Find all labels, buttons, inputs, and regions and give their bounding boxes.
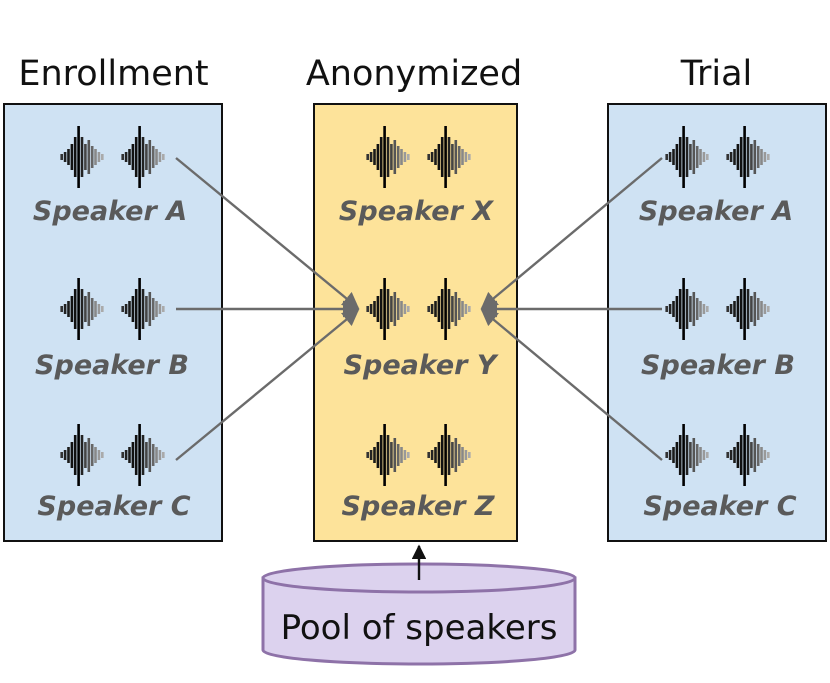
- enrollment-speaker-b-label: Speaker B: [35, 350, 189, 381]
- trial-row3-audio-waveform-icon-2: [726, 424, 770, 486]
- enrollment-row2-audio-waveform-icon-1: [60, 278, 104, 340]
- enrollment-row3-audio-waveform-icon-2: [121, 424, 165, 486]
- enrollment-speaker-c-label: Speaker C: [37, 491, 191, 522]
- arrow-enrollment-a: [175, 157, 360, 310]
- trial-row3-audio-waveform-icon-1: [665, 424, 709, 486]
- enrollment-panel: [3, 103, 223, 542]
- enrollment-row3-audio-waveform-icon-1: [60, 424, 104, 486]
- anonymized-row3-audio-waveform-icon-1: [366, 424, 410, 486]
- pool-cylinder-body: [261, 576, 577, 666]
- trial-speaker-b-label: Speaker B: [641, 350, 795, 381]
- anonymized-row1-audio-waveform-icon-2: [427, 126, 471, 188]
- anonymized-speaker-z-label: Speaker Z: [341, 491, 495, 522]
- enrollment-title: Enrollment: [18, 54, 209, 94]
- trial-title: Trial: [680, 54, 753, 94]
- trial-speaker-c-label: Speaker C: [643, 491, 797, 522]
- enrollment-speaker-a-label: Speaker A: [32, 196, 188, 227]
- anonymized-row1-audio-waveform-icon-1: [366, 126, 410, 188]
- arrow-enrollment-c: [175, 308, 360, 461]
- anonymized-speaker-y-label: Speaker Y: [343, 350, 497, 381]
- arrow-trial-a: [480, 157, 663, 310]
- enrollment-row1-audio-waveform-icon-1: [60, 126, 104, 188]
- anonymized-speaker-x-label: Speaker X: [338, 196, 494, 227]
- anonymized-row3-audio-waveform-icon-2: [427, 424, 471, 486]
- arrow-trial-c: [480, 308, 663, 461]
- enrollment-row1-audio-waveform-icon-2: [121, 126, 165, 188]
- enrollment-row2-audio-waveform-icon-2: [121, 278, 165, 340]
- trial-panel: [607, 103, 827, 542]
- trial-speaker-a-label: Speaker A: [638, 196, 794, 227]
- trial-row2-audio-waveform-icon-2: [726, 278, 770, 340]
- anonymized-title: Anonymized: [305, 54, 523, 94]
- anonymized-row2-audio-waveform-icon-1: [366, 278, 410, 340]
- pool-label: Pool of speakers: [280, 608, 558, 648]
- trial-row2-audio-waveform-icon-1: [665, 278, 709, 340]
- trial-row1-audio-waveform-icon-2: [726, 126, 770, 188]
- trial-row1-audio-waveform-icon-1: [665, 126, 709, 188]
- anonymized-row2-audio-waveform-icon-2: [427, 278, 471, 340]
